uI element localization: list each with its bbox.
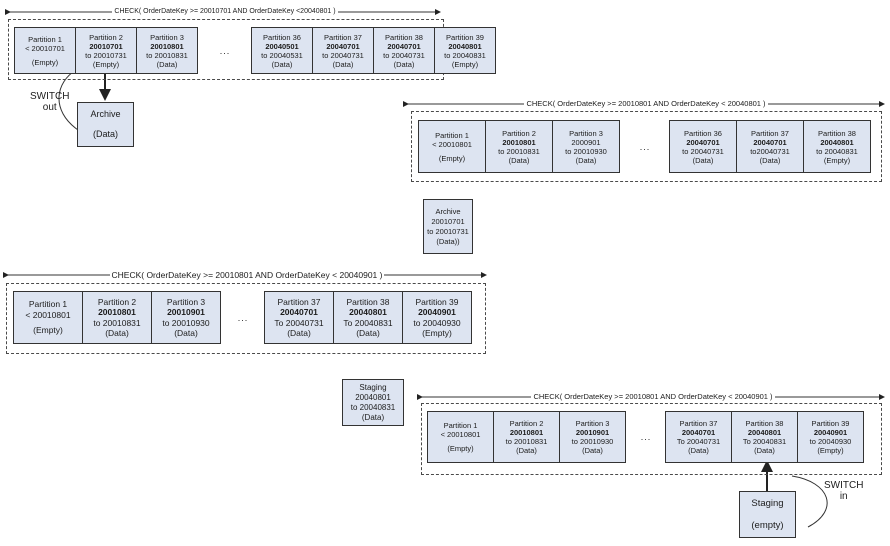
check-constraint-3: CHECK( OrderDateKey >= 20010801 AND Orde…	[109, 270, 385, 280]
ellipsis: ...	[237, 312, 249, 323]
archive-title: Archive	[90, 109, 121, 119]
table-boundary-2	[411, 111, 882, 182]
partition-row-4: Partition 1< 20010801(Empty) Partition 2…	[427, 411, 864, 463]
ellipsis: ...	[639, 141, 651, 152]
staging-data-box: Staging 20040801 to 20040831 (Data)	[342, 379, 404, 426]
partition-row-3: Partition 1< 20010801(Empty) Partition 2…	[13, 291, 472, 344]
partition-cell: Partition 1< 20010801(Empty)	[427, 411, 494, 463]
switch-out-curve	[58, 69, 79, 131]
check-constraint-4: CHECK( OrderDateKey >= 20010801 AND Orde…	[531, 392, 775, 401]
check-constraint-1: CHECK( OrderDateKey >= 20010701 AND Orde…	[112, 8, 338, 15]
archive-data-box: Archive 20010701 to 20010731 (Data))	[423, 199, 473, 254]
staging-title: Staging	[751, 498, 784, 509]
staging-empty-box: Staging (empty)	[739, 491, 796, 538]
ellipsis: ...	[219, 45, 231, 56]
table-boundary-3	[6, 283, 486, 354]
partition-row-1: Partition 1< 20010701(Empty) Partition 2…	[14, 27, 496, 74]
switch-in-curve	[791, 475, 828, 528]
partition-cell: Partition 1< 20010701(Empty)	[14, 27, 76, 74]
archive-table-box: Archive (Data)	[77, 102, 134, 147]
table-boundary-4	[421, 403, 882, 475]
partition-cell: Partition 1< 20010801(Empty)	[13, 291, 83, 344]
archive-state: (Data)	[92, 129, 118, 139]
staging-state: (empty)	[751, 520, 784, 531]
ellipsis: ...	[640, 432, 652, 442]
partition-cell: Partition 1< 20010801(Empty)	[418, 120, 486, 173]
check-constraint-2: CHECK( OrderDateKey >= 20010801 AND Orde…	[524, 99, 768, 108]
partition-row-2: Partition 1< 20010801(Empty) Partition 2…	[418, 120, 871, 173]
